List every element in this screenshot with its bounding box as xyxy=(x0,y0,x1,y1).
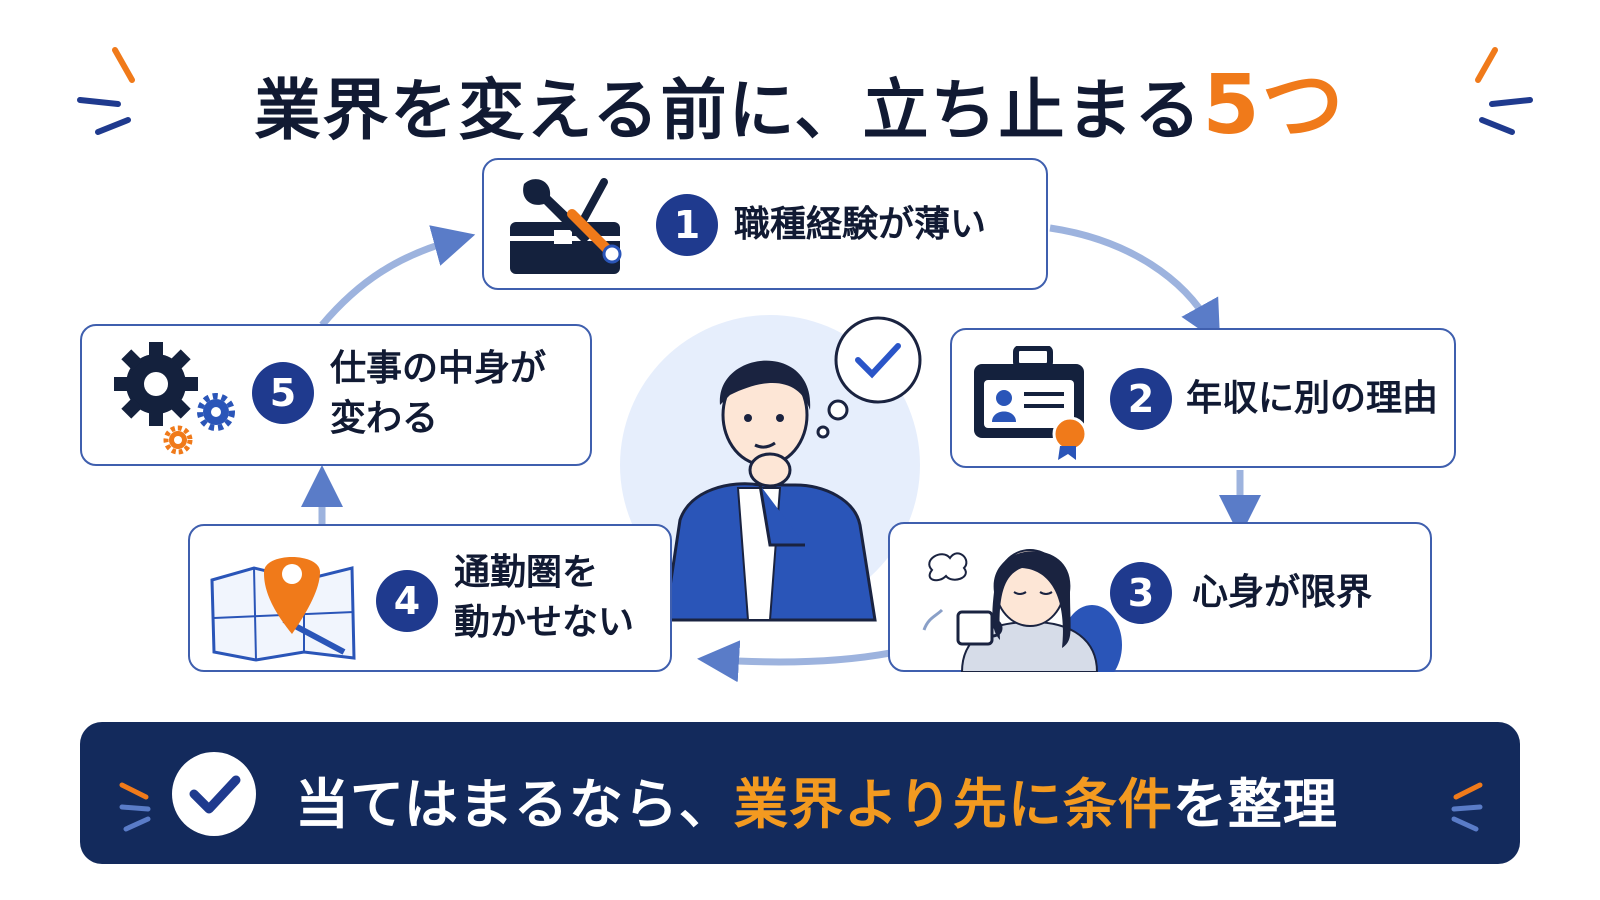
card-3: 3 心身が限界 xyxy=(888,522,1432,672)
card-4: 4 通勤圏を 動かせない xyxy=(188,524,672,672)
item-label-2: 年収に別の理由 xyxy=(1186,378,1439,419)
item-label-1: 職種経験が薄い xyxy=(734,204,987,245)
card-1: 1 職種経験が薄い xyxy=(482,158,1048,290)
item-number-5: 5 xyxy=(252,362,314,424)
burst-left-icon xyxy=(77,47,135,135)
burst-right-icon xyxy=(1475,47,1533,135)
item-label-3: 心身が限界 xyxy=(1192,572,1373,613)
relaxing-woman-icon xyxy=(922,549,1122,672)
item-number-2: 2 xyxy=(1110,368,1172,430)
item-label-5b: 変わる xyxy=(330,398,439,439)
banner-post: を整理 xyxy=(1172,773,1338,836)
item-label-5a: 仕事の中身が xyxy=(330,348,547,389)
page-title: 業界を変える前に、立ち止まる5つ xyxy=(0,38,1600,157)
banner-burst-right-icon xyxy=(1451,782,1483,832)
title-main: 業界を変える前に、立ち止まる xyxy=(254,72,1203,149)
item-number-1: 1 xyxy=(656,194,718,256)
conclusion-banner: 当てはまるなら、業界より先に条件を整理 xyxy=(80,722,1520,864)
title-accent: 5つ xyxy=(1202,58,1346,153)
banner-text: 当てはまるなら、業界より先に条件を整理 xyxy=(295,760,1338,839)
id-card-icon xyxy=(974,346,1088,460)
toolbox-icon xyxy=(510,178,622,274)
banner-highlight: 業界より先に条件 xyxy=(733,773,1173,836)
item-label-4b: 動かせない xyxy=(454,602,635,643)
card-5: 5 仕事の中身が 変わる xyxy=(80,324,592,466)
item-label-4a: 通勤圏を xyxy=(454,552,599,593)
card-2: 2 年収に別の理由 xyxy=(950,328,1456,468)
banner-burst-left-icon xyxy=(119,782,151,832)
thinking-man-icon xyxy=(620,315,922,622)
item-number-4: 4 xyxy=(376,570,438,632)
banner-pre: 当てはまるなら、 xyxy=(295,773,734,836)
gears-icon xyxy=(114,342,235,455)
map-pin-icon xyxy=(210,557,356,662)
checkmark-icon xyxy=(172,752,256,836)
item-number-3: 3 xyxy=(1110,562,1172,624)
